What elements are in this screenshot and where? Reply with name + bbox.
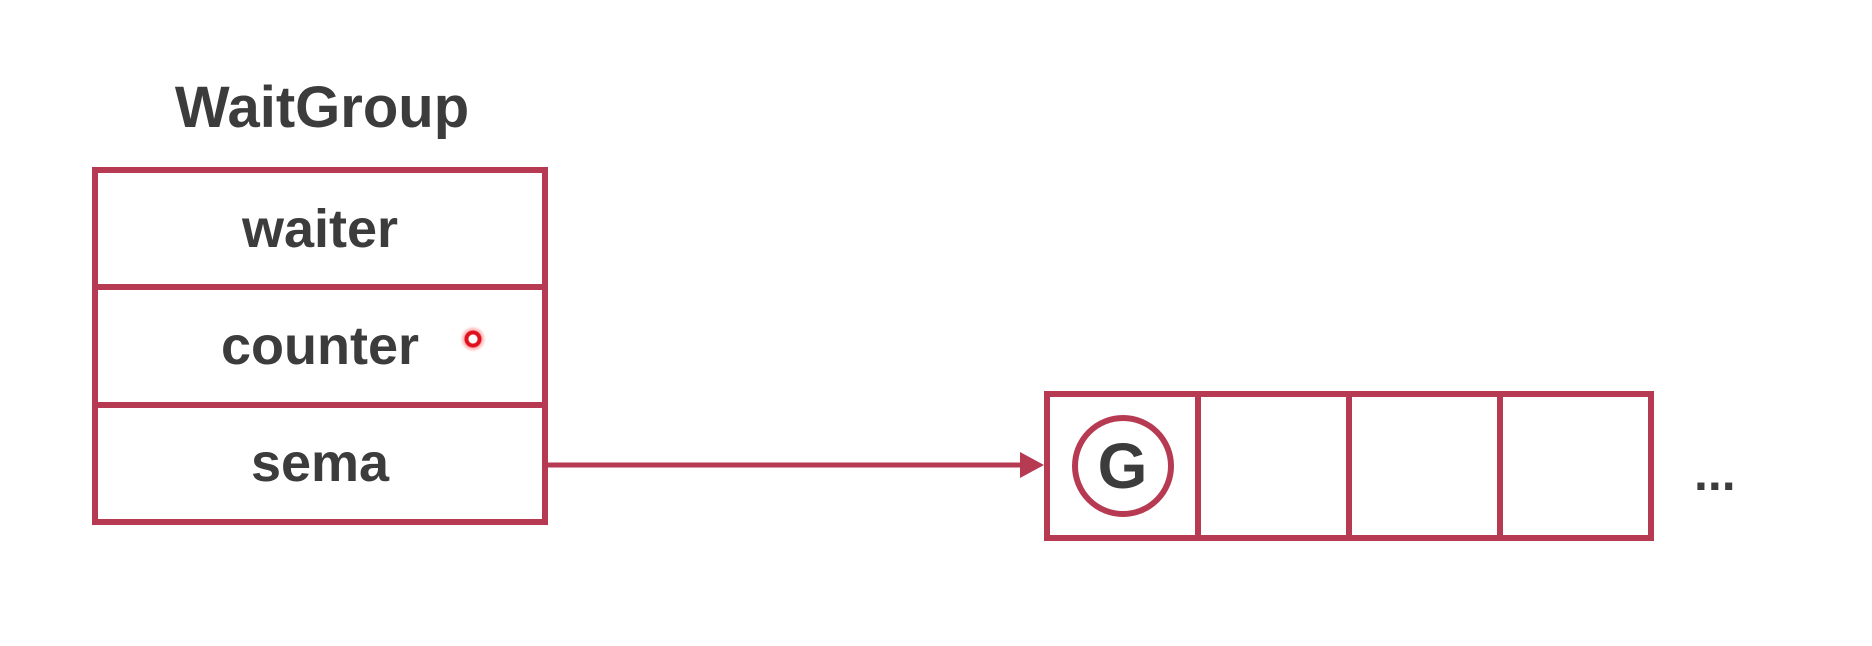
queue-continuation: ... <box>1694 445 1736 501</box>
queue-slot: G <box>1050 397 1201 535</box>
queue-slot <box>1352 397 1503 535</box>
field-sema: sema <box>98 408 542 519</box>
field-sema-label: sema <box>250 433 390 494</box>
field-counter-label: counter <box>220 315 420 376</box>
queue-slot <box>1503 397 1648 535</box>
goroutine-node: G <box>1071 415 1174 517</box>
struct-title: WaitGroup <box>174 75 470 140</box>
waitgroup-struct: waiter counter sema <box>92 167 548 525</box>
cursor-pointer-icon <box>460 326 486 353</box>
field-counter: counter <box>98 290 542 408</box>
wait-queue: G <box>1044 391 1654 541</box>
field-waiter-label: waiter <box>241 198 399 259</box>
field-waiter: waiter <box>98 173 542 291</box>
goroutine-label: G <box>1097 430 1148 502</box>
queue-slot <box>1201 397 1352 535</box>
